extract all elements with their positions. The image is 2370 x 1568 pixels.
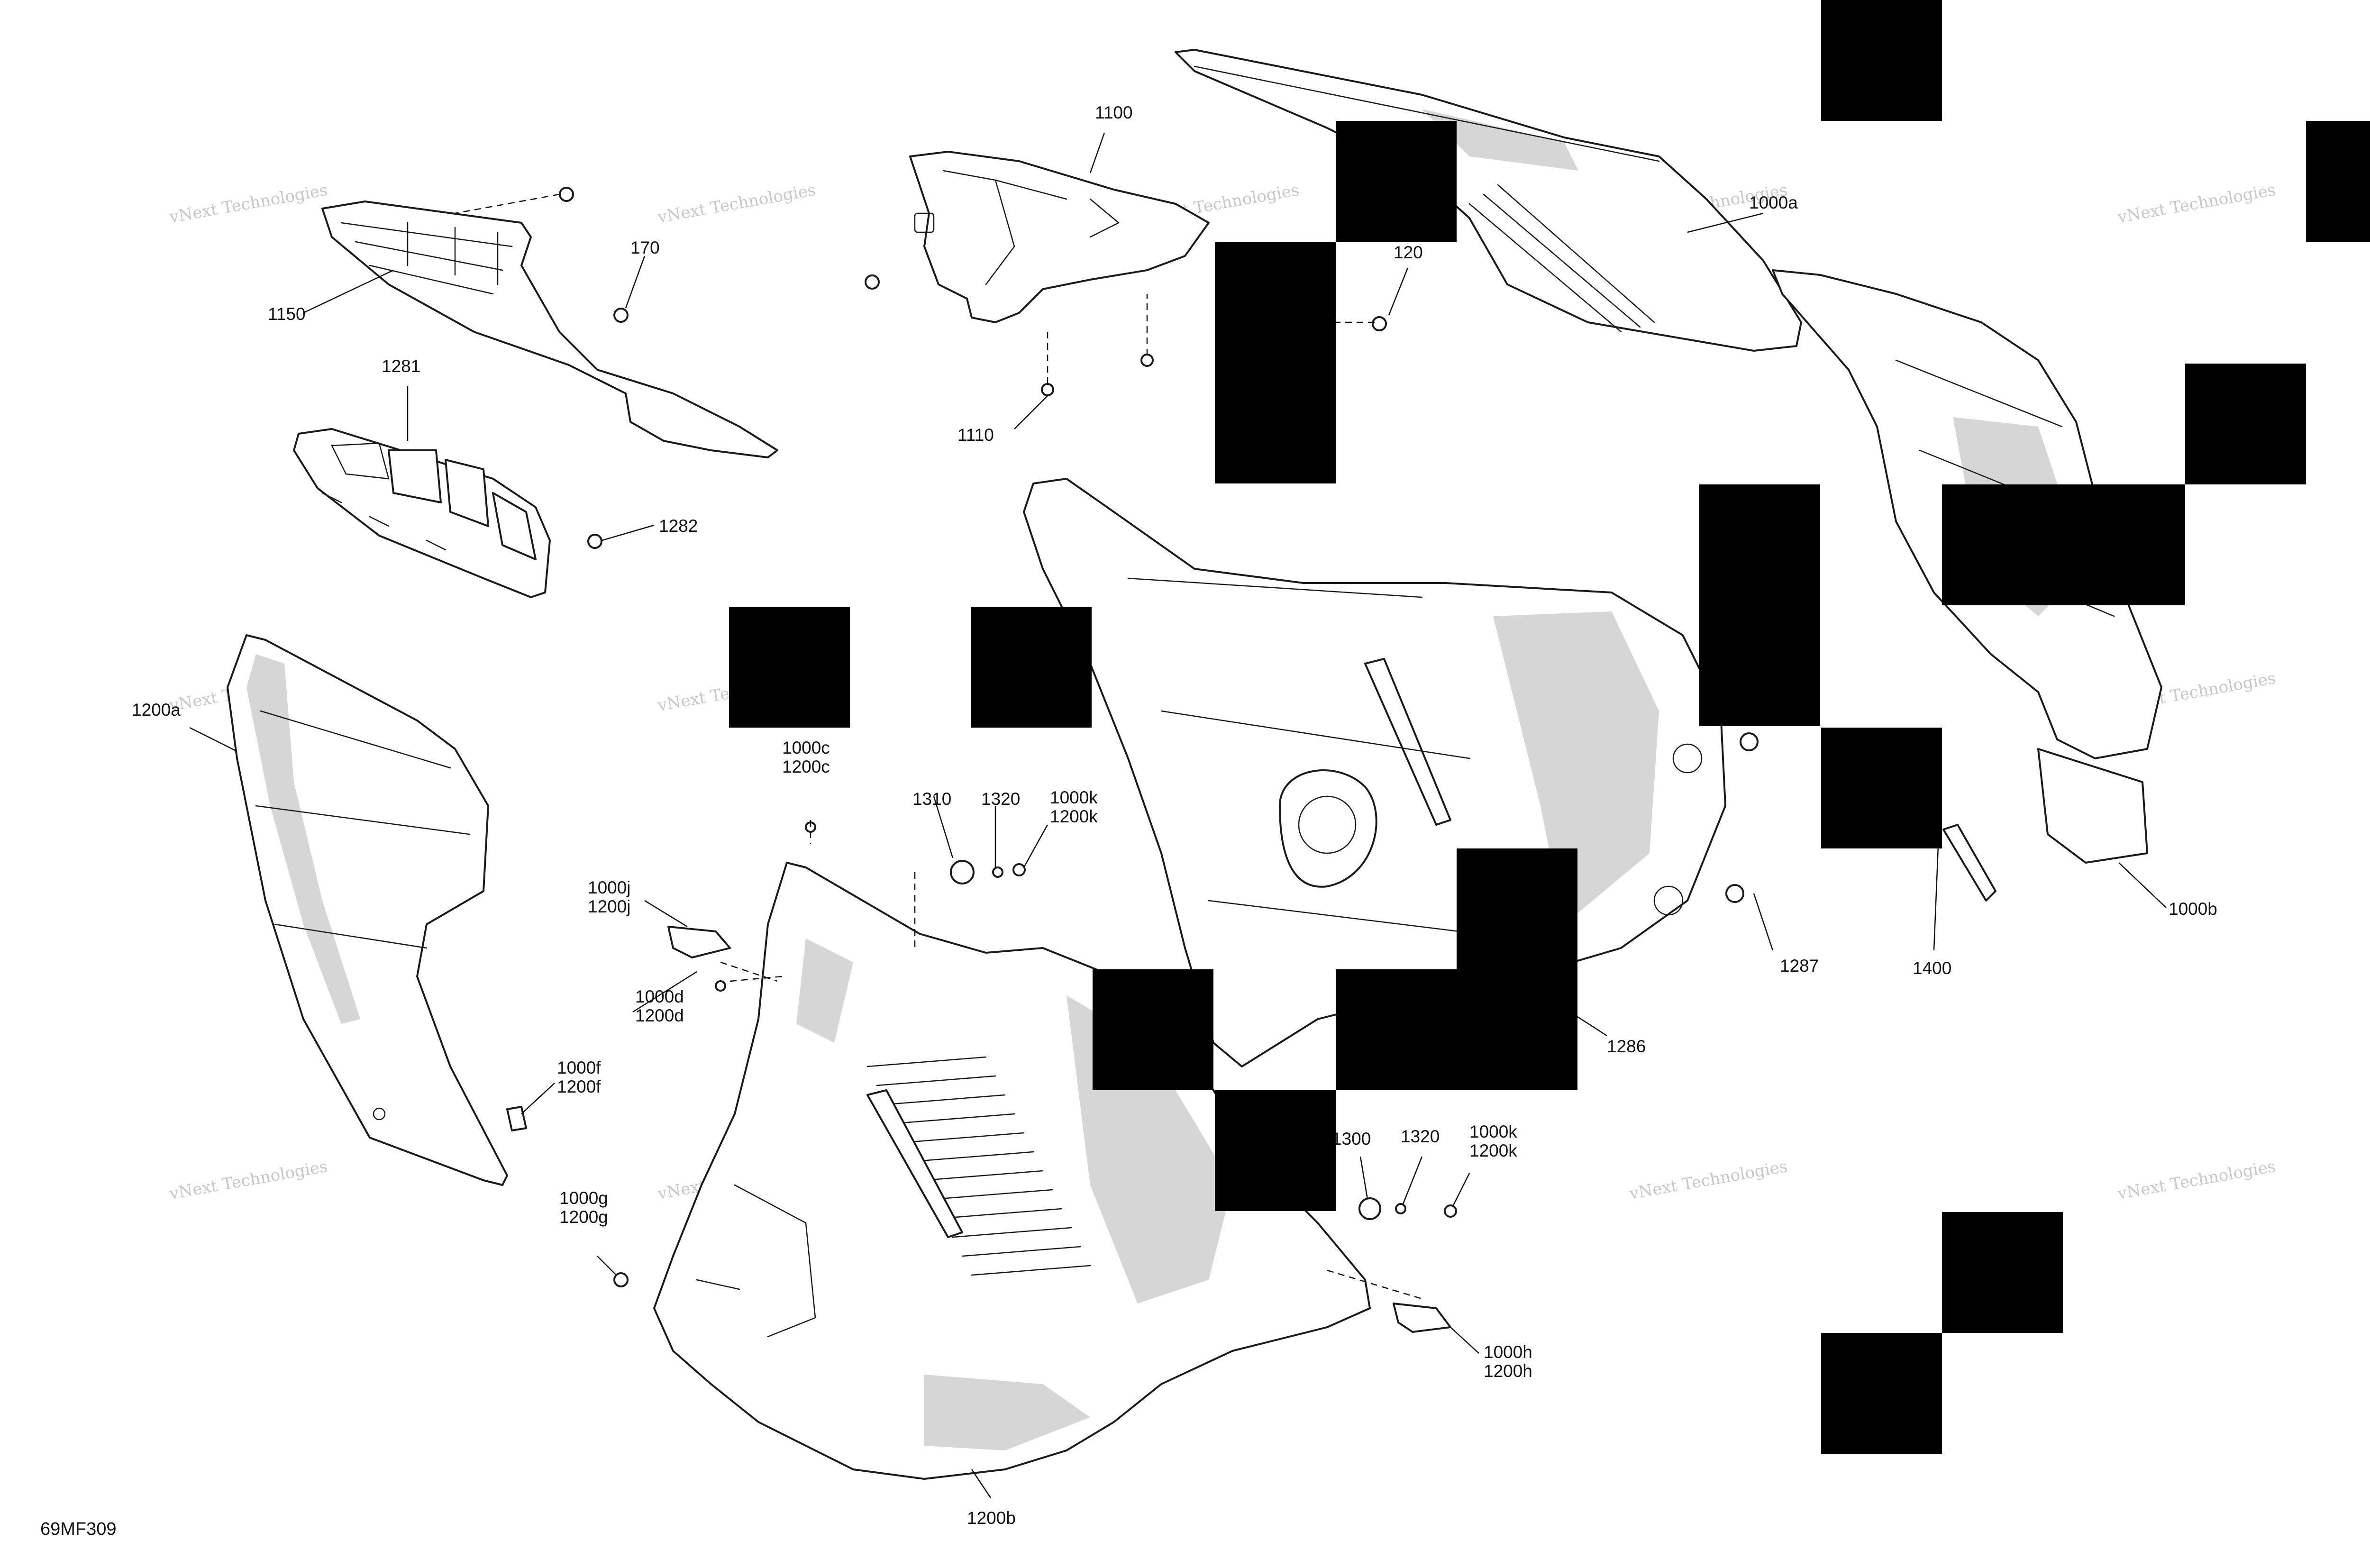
callout-1000c: 1000c [782,738,830,757]
figure-code: 69MF309 [40,1519,117,1539]
callout-1200k-lower: 1200k [1469,1141,1517,1160]
redaction-block [1942,1212,2063,1333]
callout-1000k-lower: 1000k [1469,1122,1517,1141]
redaction-block [1942,484,2185,605]
callout-1200j: 1200j [588,897,631,916]
callout-1400: 1400 [1913,958,1951,978]
part-1281-grille [293,428,551,598]
callout-1200h: 1200h [1484,1361,1532,1381]
callout-1320-upper: 1320 [981,789,1020,809]
callout-1300: 1300 [1332,1129,1371,1149]
washer-icon [1395,1203,1406,1214]
callout-1000k-upper: 1000k [1050,788,1098,807]
fasteners [506,187,1759,1333]
redaction-block [1336,969,1577,1090]
watermark-text: vNext Technologies [2116,1157,2278,1203]
redaction-block [2306,121,2370,242]
redaction-block [1215,242,1336,483]
part-1100-bracket [909,151,1210,323]
redaction-block [1699,484,1820,726]
callout-1000d: 1000d [635,987,684,1006]
watermark-text: vNext Technologies [656,181,818,227]
callout-120: 120 [1394,243,1423,262]
callout-1000h: 1000h [1484,1342,1532,1362]
callout-1281: 1281 [382,356,420,376]
redaction-blocks [729,0,2370,1454]
redaction-block [971,607,1092,728]
callout-1286: 1286 [1607,1037,1646,1056]
callout-1000a: 1000a [1749,193,1798,212]
leader-lines [189,132,2167,1498]
redaction-block [1093,969,1213,1090]
redaction-block [1821,0,1942,121]
watermark-text: vNext Technologies [168,181,329,227]
callout-1200g: 1200g [559,1207,608,1227]
callout-1000b: 1000b [2169,899,2217,919]
redaction-block [1821,728,1942,848]
clip-icon [613,308,629,323]
assembly-lines [455,193,1422,1300]
callout-1150: 1150 [268,304,306,324]
redaction-block [2185,364,2306,484]
callout-1200f: 1200f [557,1077,601,1096]
grommet-icon [1358,1197,1381,1220]
callout-1000g: 1000g [559,1188,608,1208]
callout-1200a: 1200a [132,700,181,720]
screw-icon [1372,316,1387,331]
redaction-block [729,607,850,728]
part-1400-strap [1942,824,1996,902]
washer-icon [1725,884,1744,903]
screw-icon [1444,1204,1457,1218]
redaction-block [1821,1333,1942,1454]
grommet-icon [950,860,975,884]
redaction-block [1336,121,1457,242]
callout-1110: 1110 [957,425,994,445]
callout-labels: 1100 1000a 120 170 1150 1110 1281 1282 1… [132,103,2217,1528]
washer-icon [992,866,1003,878]
washer-icon [1740,732,1759,751]
part-1150-bracket [321,201,778,458]
callout-1287: 1287 [1780,956,1819,975]
screw-icon [559,187,574,202]
callout-1200b: 1200b [967,1508,1016,1528]
screw-icon [1041,383,1054,396]
callout-1310: 1310 [912,789,951,809]
callout-1000j: 1000j [588,878,631,897]
screw-icon [1140,354,1154,367]
callout-1200d: 1200d [635,1006,684,1025]
clip-1000j-icon [667,926,731,958]
callout-1282: 1282 [659,516,698,536]
callout-1200k-upper: 1200k [1050,807,1098,826]
callout-170: 170 [630,238,660,257]
screw-icon [1012,863,1026,876]
callout-1200c: 1200c [782,757,830,776]
redaction-block [1215,1090,1336,1211]
clip-1000h-icon [1393,1303,1451,1333]
screw-icon [715,980,726,992]
part-1200a-side-panel [227,634,508,1186]
screw-icon [587,534,602,549]
screw-icon [865,274,880,290]
watermark-text: vNext Technologies [168,1157,329,1203]
callout-1320-lower: 1320 [1401,1127,1440,1146]
watermark-text: vNext Technologies [2116,181,2278,227]
screw-icon [613,1272,629,1287]
callout-1000f: 1000f [557,1058,601,1077]
redaction-block [1457,848,1577,969]
callout-1100: 1100 [1095,103,1133,122]
clip-1000f-icon [506,1106,527,1131]
watermark-text: vNext Technologies [1628,1157,1789,1203]
